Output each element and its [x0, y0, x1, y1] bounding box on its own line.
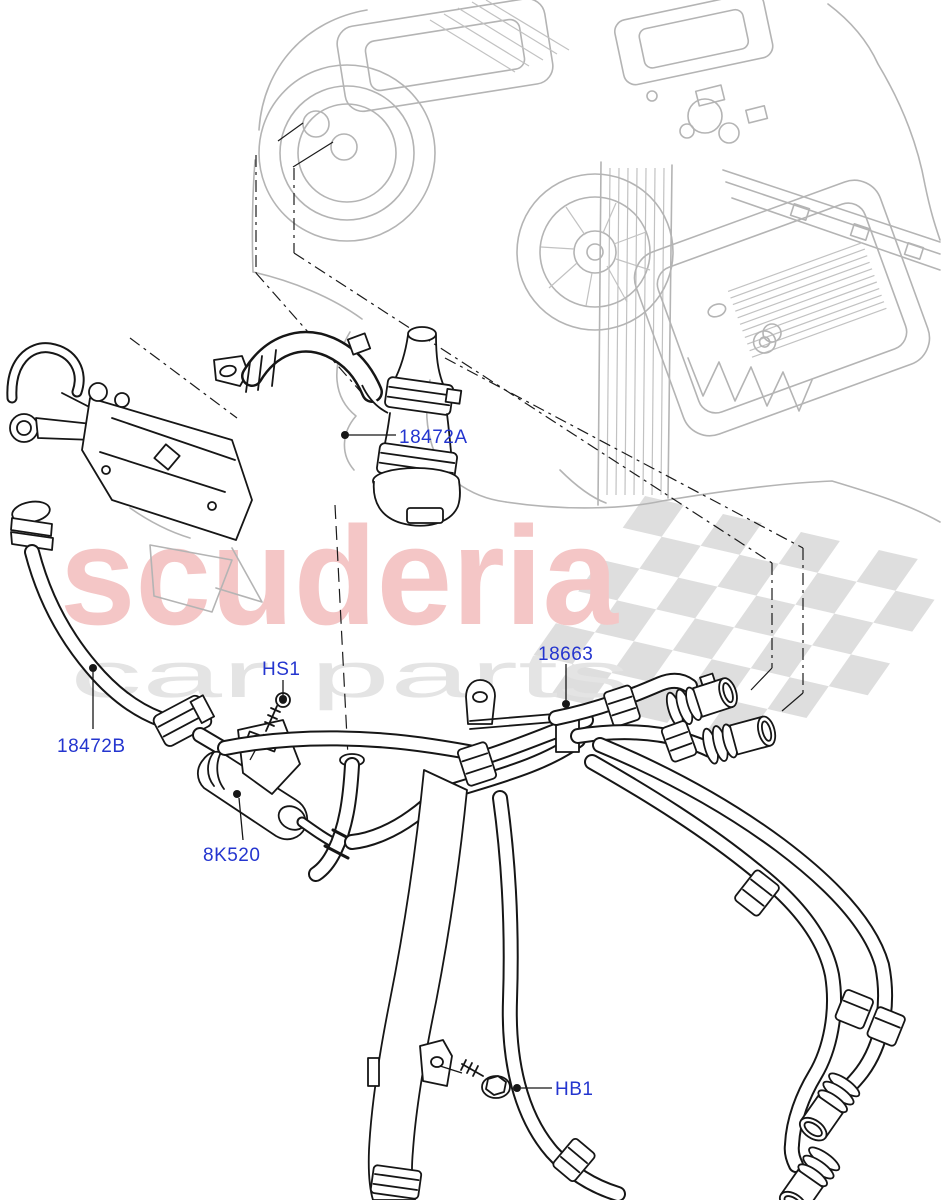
- part-label-18663[interactable]: 18663: [538, 644, 593, 665]
- hose-assembly-drawing: [217, 672, 906, 1200]
- label-HS1[interactable]: HS1: [262, 659, 300, 703]
- label-18472A[interactable]: 18472A: [341, 427, 468, 448]
- quick-connector-bottom-right-1: [798, 1072, 861, 1142]
- part-label-18472A[interactable]: 18472A: [399, 427, 468, 448]
- hose-18472A-drawing: [213, 326, 463, 527]
- watermark-brand-text: scuderia: [60, 497, 619, 654]
- quick-connector-lower: [702, 715, 777, 765]
- label-HB1[interactable]: HB1: [513, 1079, 593, 1100]
- watermark-tagline-text: car parts: [70, 639, 630, 711]
- hvac-unit-context-drawing: [251, 0, 941, 523]
- leader-dot: [279, 695, 287, 703]
- part-label-HB1[interactable]: HB1: [555, 1079, 593, 1100]
- leader-dot: [233, 790, 241, 798]
- leader-dot: [89, 664, 97, 672]
- part-label-HS1[interactable]: HS1: [262, 659, 300, 680]
- label-18472B[interactable]: 18472B: [57, 664, 126, 757]
- bolt-HB1-drawing: [460, 1059, 511, 1099]
- part-label-8K520[interactable]: 8K520: [203, 845, 260, 866]
- hose-18472B-drawing: [10, 500, 230, 756]
- quick-connector-upper: [665, 672, 738, 729]
- auxiliary-heater-drawing: [6, 342, 263, 613]
- label-8K520[interactable]: 8K520: [203, 790, 260, 866]
- checkered-flag-watermark: [533, 496, 935, 741]
- label-18663[interactable]: 18663: [538, 644, 593, 708]
- leader-dot: [513, 1084, 521, 1092]
- part-label-18472B[interactable]: 18472B: [57, 736, 126, 757]
- leader-dot: [341, 431, 349, 439]
- leader-dot: [562, 700, 570, 708]
